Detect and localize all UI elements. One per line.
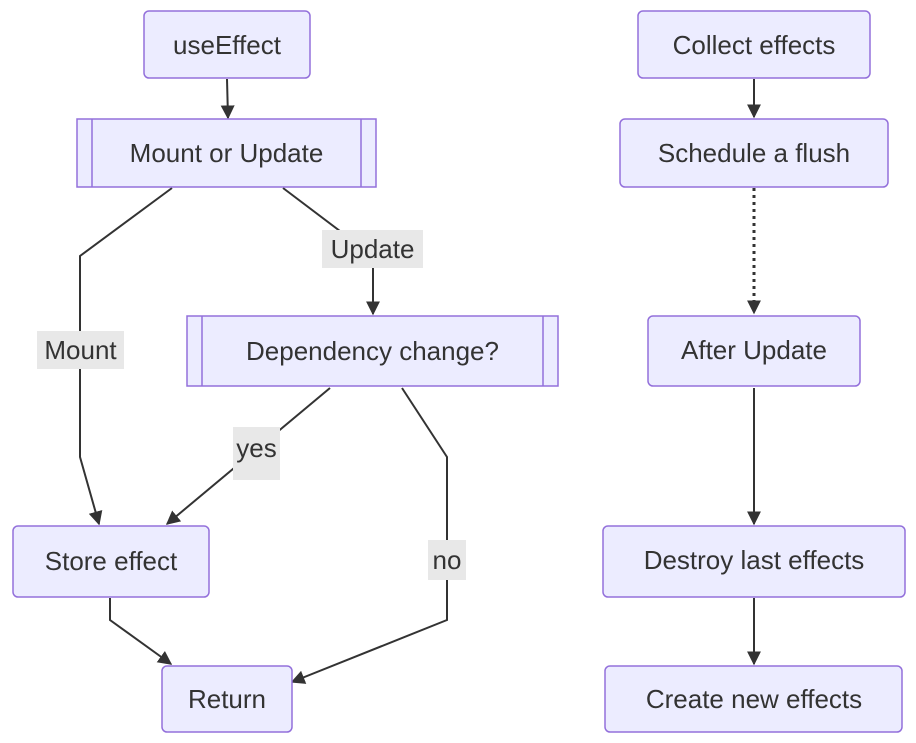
node-store-effect: Store effect — [12, 525, 210, 598]
node-dependency-change-label: Dependency change? — [246, 336, 499, 366]
node-dependency-change: Dependency change? — [186, 315, 559, 387]
node-return: Return — [161, 665, 293, 733]
node-after-update: After Update — [647, 315, 861, 387]
node-collect-effects-label: Collect effects — [673, 30, 836, 60]
node-useeffect-label: useEffect — [173, 30, 282, 60]
node-useeffect: useEffect — [143, 10, 311, 79]
node-after-update-label: After Update — [681, 335, 827, 365]
edge-useeffect-to-mount-or-update — [220, 78, 235, 120]
edge-label-mount: Mount — [37, 331, 124, 369]
edge-label-mount-text: Mount — [44, 335, 117, 365]
edge-store-effect-to-return — [109, 598, 173, 665]
node-create-new-effects-label: Create new effects — [646, 684, 862, 714]
node-mount-or-update-label: Mount or Update — [130, 138, 324, 168]
node-return-label: Return — [188, 684, 266, 714]
edge-label-update-text: Update — [331, 234, 415, 264]
edge-label-yes: yes — [233, 427, 280, 480]
edge-label-yes-text: yes — [236, 433, 276, 463]
node-schedule-flush-label: Schedule a flush — [658, 138, 850, 168]
edge-no-to-return — [290, 387, 448, 684]
node-schedule-flush: Schedule a flush — [619, 118, 889, 188]
node-mount-or-update: Mount or Update — [76, 118, 377, 188]
edge-label-no-text: no — [433, 545, 462, 575]
node-destroy-last-effects-label: Destroy last effects — [644, 545, 865, 575]
edge-label-update: Update — [322, 230, 423, 268]
node-collect-effects: Collect effects — [637, 10, 871, 79]
node-destroy-last-effects: Destroy last effects — [602, 525, 906, 598]
node-store-effect-label: Store effect — [45, 546, 178, 576]
node-create-new-effects: Create new effects — [604, 665, 903, 733]
edge-label-no: no — [428, 540, 466, 580]
